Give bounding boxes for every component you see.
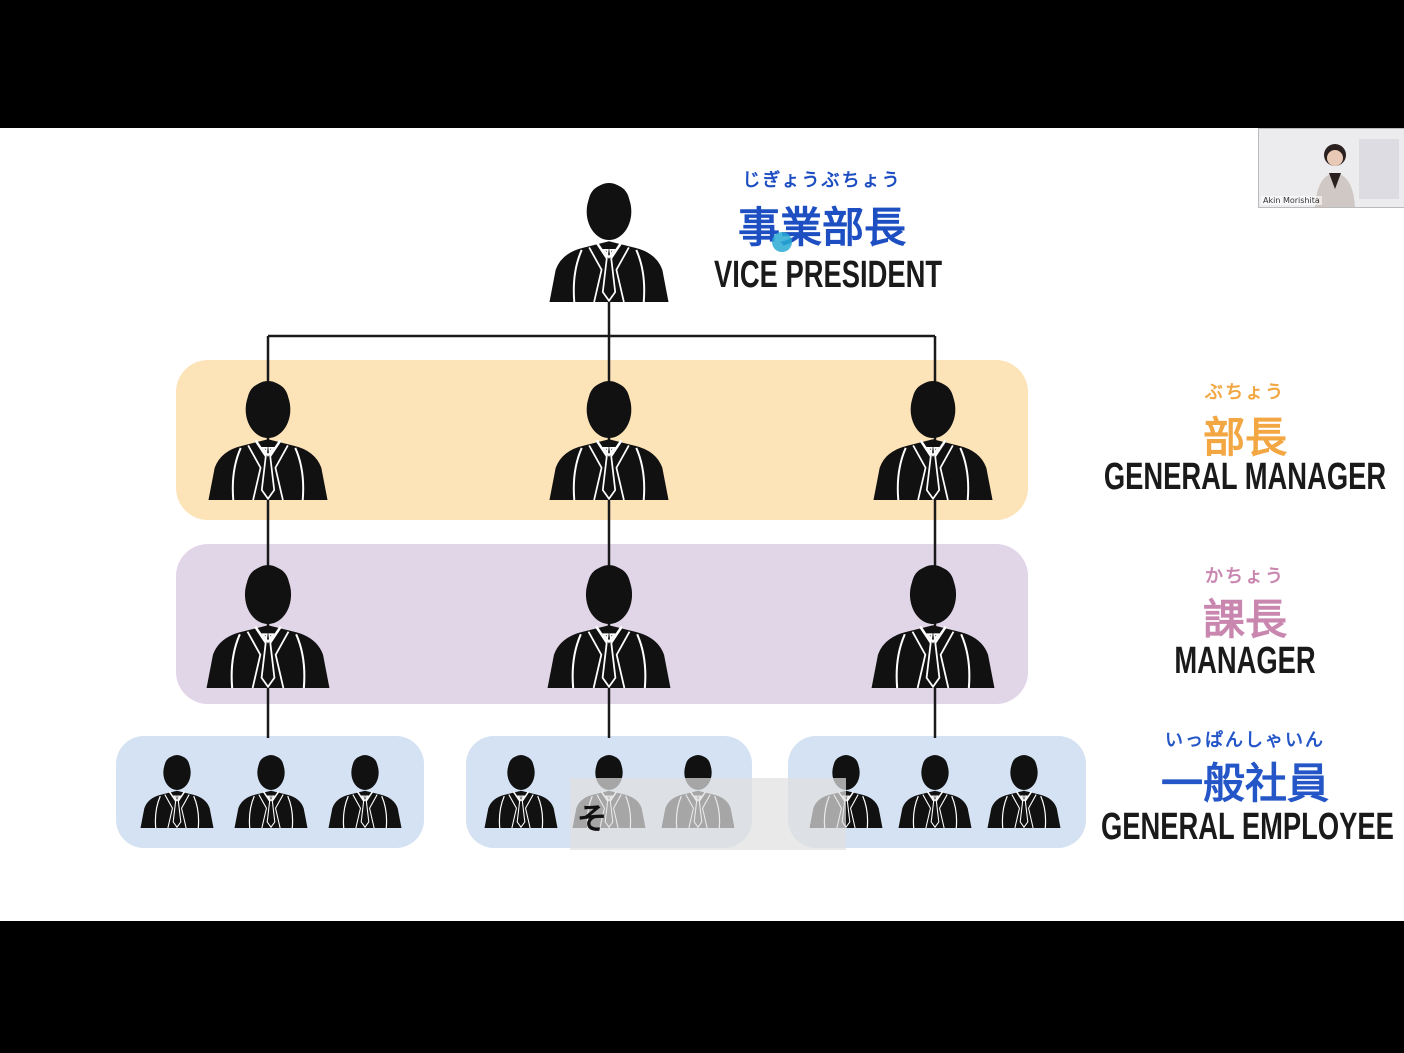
employee-person-icon [139,752,215,828]
manager-person-icon [869,560,997,688]
laser-pointer-dot [772,232,792,252]
general-manager-furigana: ぶちょう [1204,382,1286,403]
employee-person-icon [483,752,559,828]
vice-president-kanji: 事業部長 [737,203,906,252]
manager-english: MANAGER [1174,640,1316,682]
employee-person-icon [233,752,309,828]
employee-person-icon [897,752,973,828]
subtitle-overlay [570,778,846,850]
vice-president-person-icon [545,178,673,302]
webcam-participant-name: Akin Morishita [1261,196,1322,205]
general-manager-person-icon [545,376,673,500]
vice-president-english: VICE PRESIDENT [714,254,943,296]
vice-president-furigana: じぎょうぶちょう [742,170,902,191]
webcam-thumbnail[interactable]: Akin Morishita [1258,128,1404,208]
webcam-person-icon [1259,129,1404,207]
general-employee-furigana: いっぱんしゃいん [1165,730,1325,751]
manager-person-icon [204,560,332,688]
employee-person-icon [986,752,1062,828]
manager-person-icon [545,560,673,688]
general-manager-person-icon [204,376,332,500]
general-manager-person-icon [869,376,997,500]
general-manager-english: GENERAL MANAGER [1103,456,1387,498]
employee-person-icon [327,752,403,828]
subtitle-text: そ [577,802,607,837]
general-employee-kanji: 一般社員 [1160,759,1329,808]
general-manager-kanji: 部長 [1202,413,1287,462]
slide: じぎょうぶちょう 事業部長 VICE PRESIDENT ぶちょう 部長 GEN… [0,128,1404,921]
general-employee-english: GENERAL EMPLOYEE [1101,806,1394,848]
manager-furigana: かちょう [1205,566,1285,587]
manager-kanji: 課長 [1202,595,1287,644]
